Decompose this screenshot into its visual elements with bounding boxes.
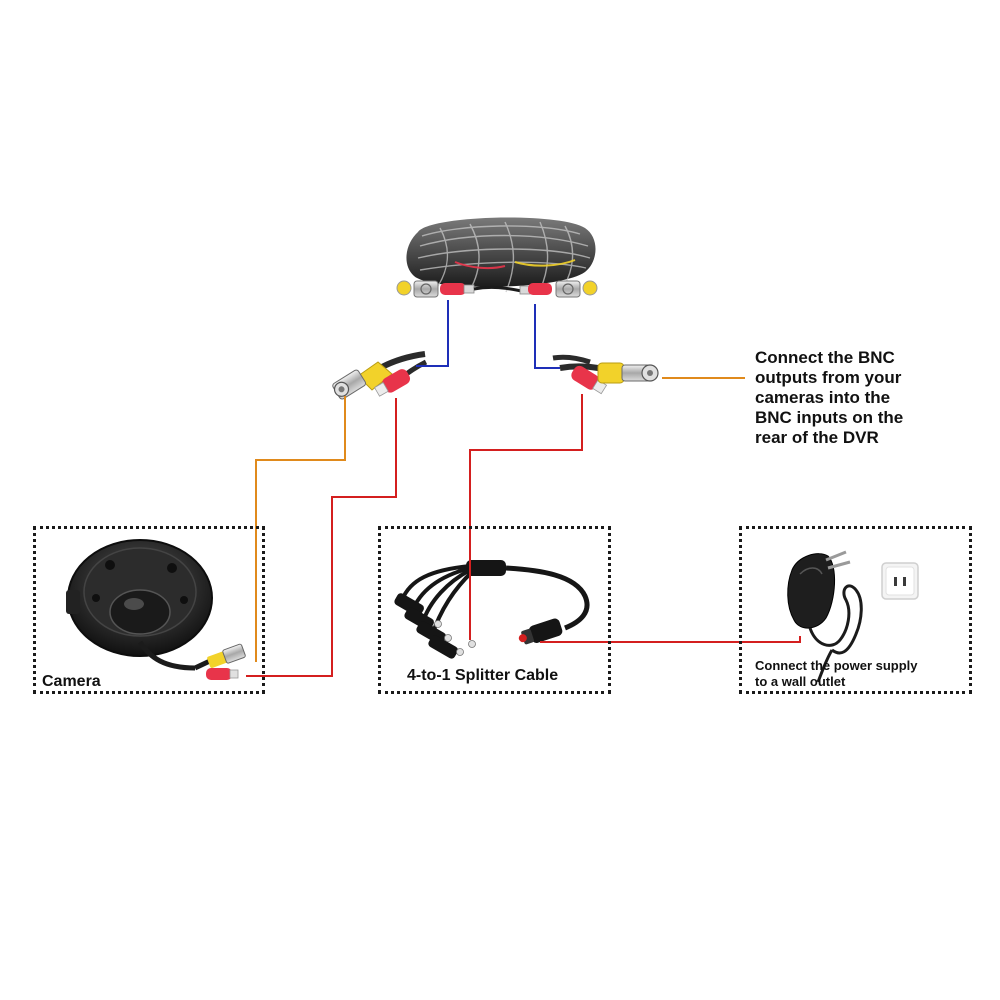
right-bnc-power-connector-pair-icon <box>552 354 659 395</box>
power-supply-box <box>739 526 972 694</box>
bnc-note-line: BNC inputs on the <box>755 408 904 427</box>
coiled-cable-icon <box>396 217 598 298</box>
power-adapter-icon <box>787 550 863 683</box>
wall-outlet-icon <box>881 562 919 600</box>
bnc-note-line: outputs from your <box>755 368 902 387</box>
left-coil-link-line <box>416 300 449 367</box>
camera-power-line <box>246 398 397 677</box>
bnc-note-line: Connect the BNC <box>755 348 895 367</box>
camera-label: Camera <box>42 673 101 690</box>
splitter-label: 4-to-1 Splitter Cable <box>407 667 559 684</box>
bnc-note-line: rear of the DVR <box>755 428 879 447</box>
splitter-box <box>378 526 611 694</box>
camera-video-line <box>255 396 346 662</box>
power-note-line: Connect the power supply <box>755 658 918 673</box>
dome-camera-icon <box>66 539 246 680</box>
power-note-line: to a wall outlet <box>755 674 846 689</box>
splitter-power-line <box>469 394 583 640</box>
bnc-note-line: cameras into the <box>755 388 891 407</box>
camera-box <box>33 526 265 694</box>
left-bnc-power-connector-pair-icon <box>332 351 428 400</box>
right-coil-link-line <box>534 304 560 369</box>
splitter-cable-icon <box>394 560 590 659</box>
adapter-power-line <box>540 636 801 643</box>
